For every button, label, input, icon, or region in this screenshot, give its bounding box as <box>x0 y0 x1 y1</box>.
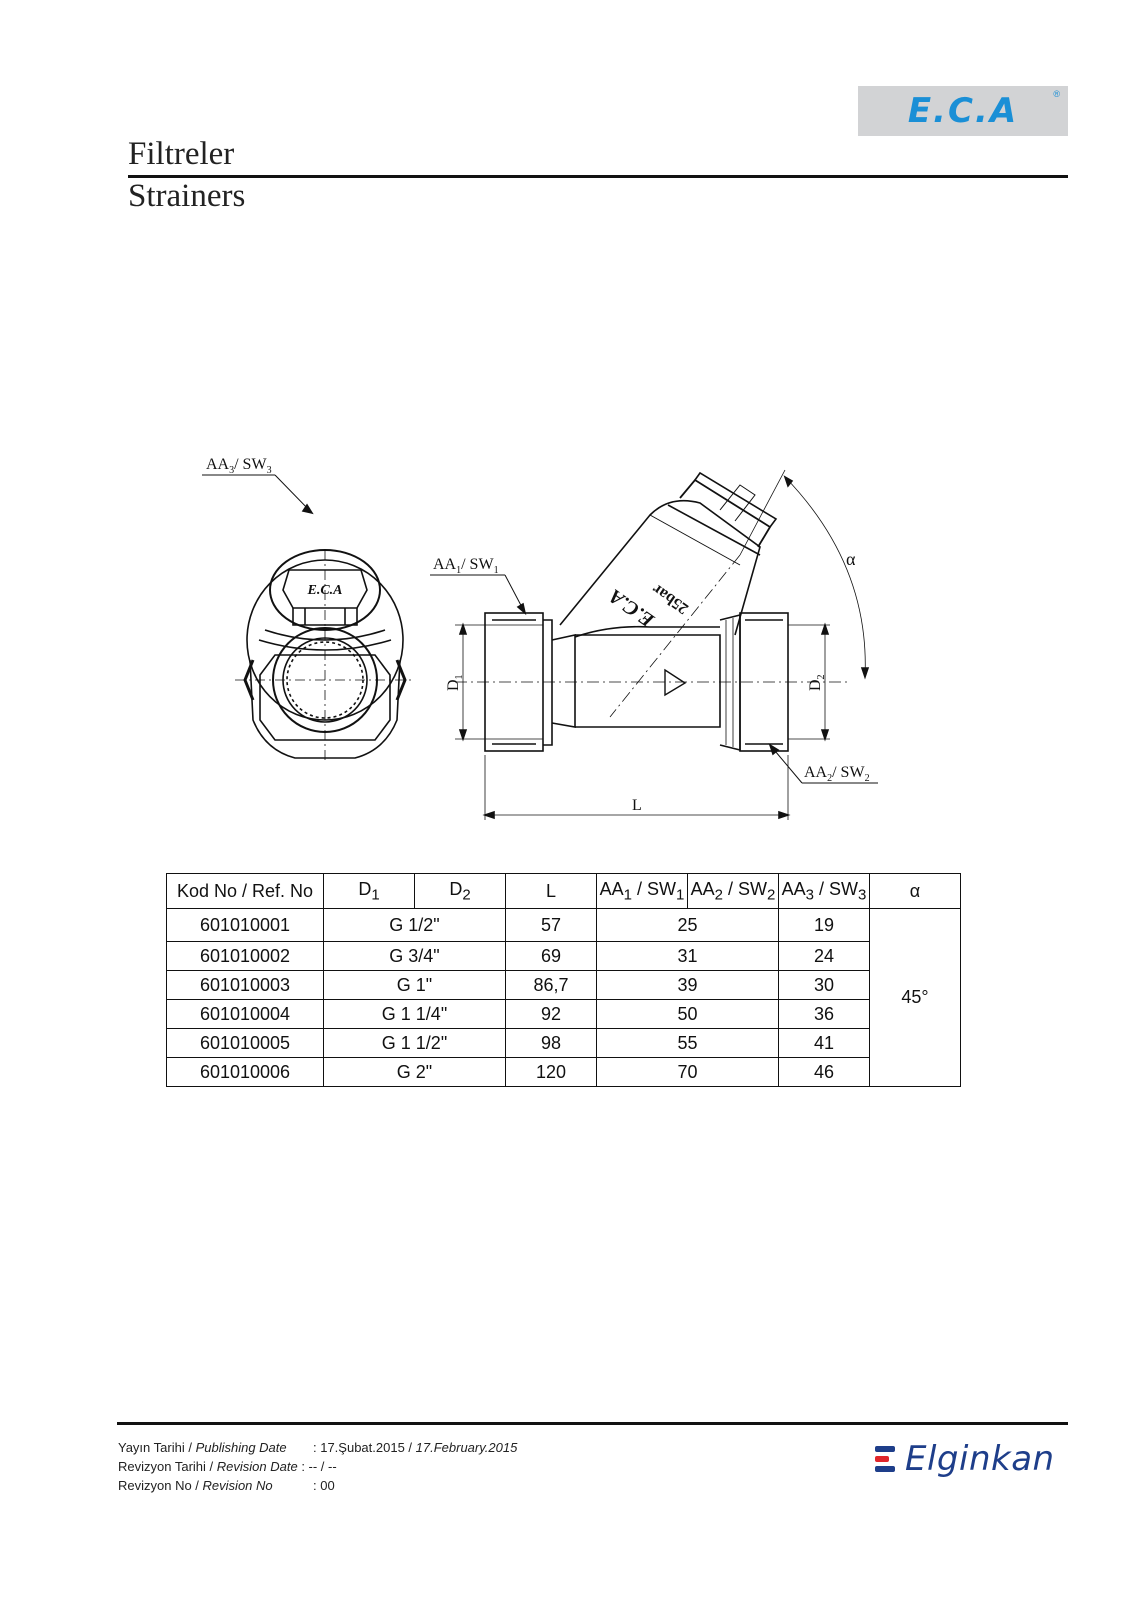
table-row: 601010006 G 2" 120 70 46 <box>166 1057 961 1087</box>
side-cap-logo: E.C.A <box>306 583 342 598</box>
label-alpha: α <box>846 549 856 569</box>
side-view: E.C.A <box>235 549 415 760</box>
eca-logo-text: E.C.A <box>907 91 1019 131</box>
label-aa3-sw3: AA3/ SW3 <box>206 456 272 476</box>
table-row: 601010003 G 1" 86,7 39 30 <box>166 970 961 1000</box>
header-d1: D1 <box>323 873 415 909</box>
header-d2: D2 <box>414 873 506 909</box>
label-aa2-sw2: AA2/ SW2 <box>804 764 870 784</box>
revision-no: Revizyon No / Revision No: 00 <box>118 1478 335 1493</box>
table-row: 601010001 G 1/2" 57 25 19 45° <box>166 908 961 1087</box>
elginkan-wordmark: Elginkan <box>905 1439 1055 1479</box>
publishing-date: Yayın Tarihi / Publishing Date: 17.Şubat… <box>118 1440 518 1455</box>
header-aa1-sw1: AA1 / SW1 <box>596 873 688 909</box>
alpha-value: 45° <box>869 908 961 1087</box>
spec-table: Kod No / Ref. No D1 D2 L AA1 / SW1 AA2 /… <box>166 873 961 1087</box>
table-header-row: Kod No / Ref. No D1 D2 L AA1 / SW1 AA2 /… <box>166 873 961 909</box>
table-row: 601010005 G 1 1/2" 98 55 41 <box>166 1028 961 1058</box>
header-code: Kod No / Ref. No <box>166 873 324 909</box>
front-view: E.C.A 25bar <box>455 471 848 752</box>
table-row: 601010004 G 1 1/4" 92 50 36 <box>166 999 961 1029</box>
header-rule <box>128 175 1068 178</box>
header-aa3-sw3: AA3 / SW3 <box>778 873 870 909</box>
header-alpha: α <box>869 873 961 909</box>
header-aa2-sw2: AA2 / SW2 <box>687 873 779 909</box>
page-title-en: Strainers <box>128 178 246 214</box>
elginkan-logo: Elginkan <box>875 1436 1055 1482</box>
eca-logo: E.C.A ® <box>858 86 1068 136</box>
elginkan-mark-icon <box>875 1444 897 1474</box>
registered-mark: ® <box>1053 89 1060 99</box>
table-row: 601010002 G 3/4" 69 31 24 <box>166 941 961 971</box>
header-l: L <box>505 873 597 909</box>
revision-date: Revizyon Tarihi / Revision Date : -- / -… <box>118 1459 337 1474</box>
page-title-tr: Filtreler <box>128 136 235 172</box>
strainer-technical-drawing: E.C.A <box>180 455 900 840</box>
label-l: L <box>632 797 642 814</box>
label-d1: D1 <box>445 674 465 691</box>
label-d2: D2 <box>807 674 827 691</box>
label-aa1-sw1: AA1/ SW1 <box>433 556 499 576</box>
footer-rule <box>117 1422 1068 1425</box>
